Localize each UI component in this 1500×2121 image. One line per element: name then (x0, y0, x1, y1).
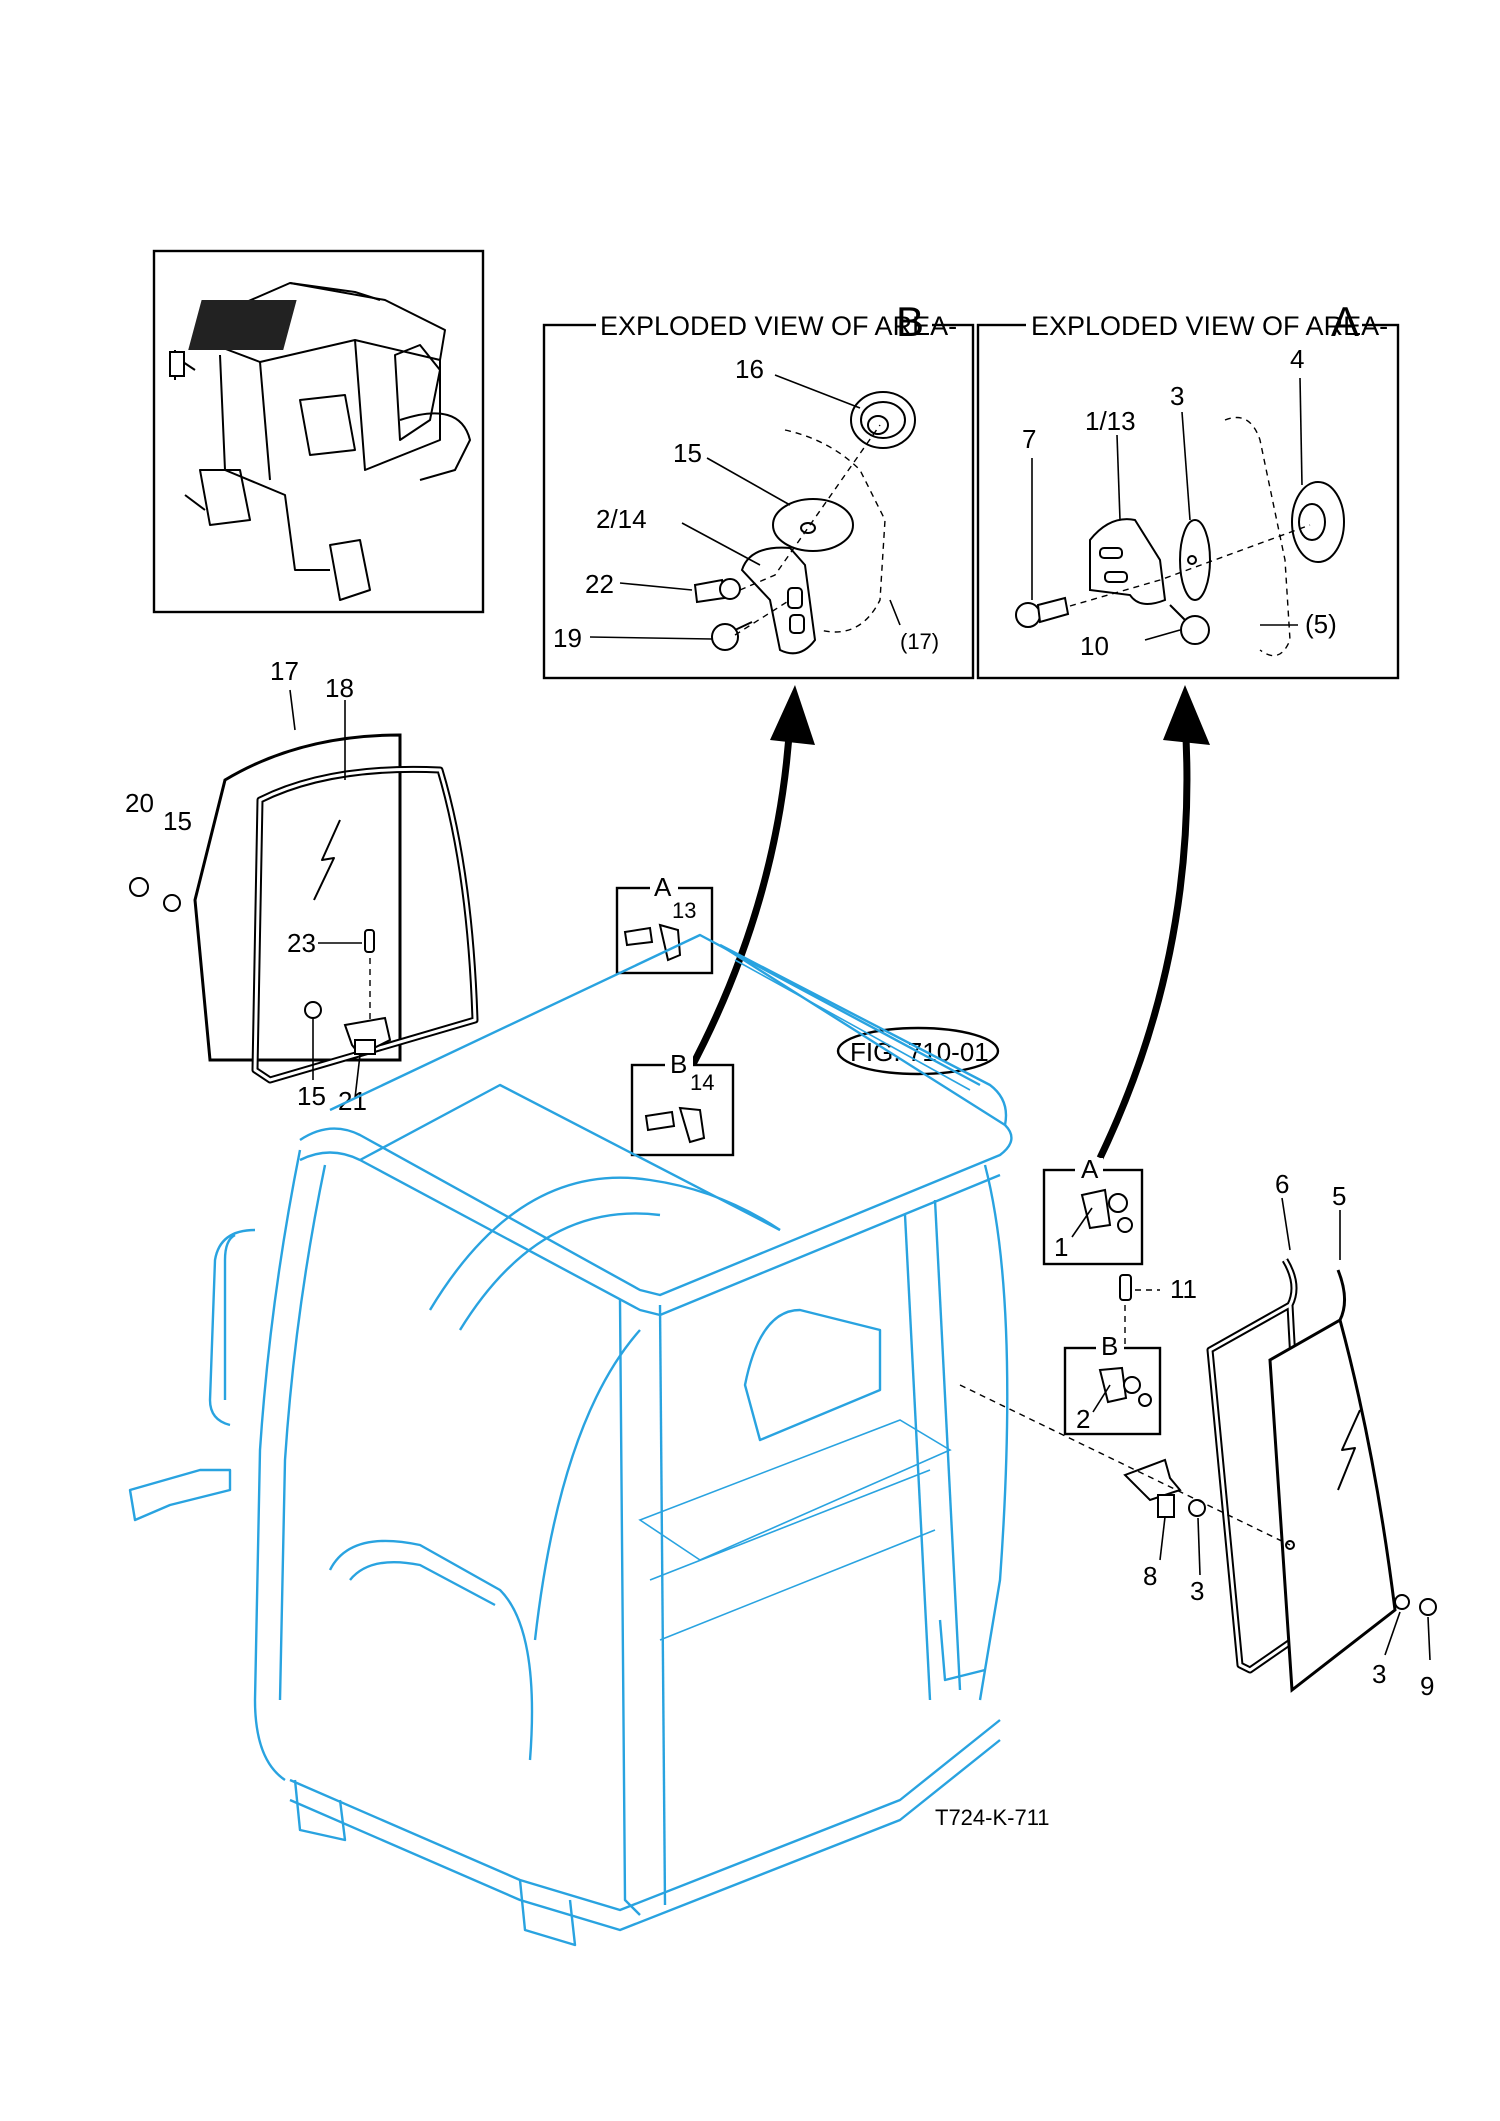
detail-a-lower-letter: A (1081, 1154, 1099, 1184)
callout-9: 9 (1420, 1671, 1434, 1701)
detail-box-a-lower: A 1 (1042, 1154, 1144, 1266)
callout-17-ref: (17) (900, 629, 939, 654)
callout-10: 10 (1080, 631, 1109, 661)
callout-3-a: 3 (1170, 381, 1184, 411)
washer-15-lower-icon (304, 1001, 322, 1019)
detail-arrows (686, 685, 1210, 1160)
callout-19: 19 (553, 623, 582, 653)
hinge-8-icon (1123, 1458, 1182, 1518)
pin-11-icon: 11 (1119, 1274, 1197, 1345)
glass-edge-outline (784, 429, 886, 633)
callout-5-ref: (5) (1305, 609, 1337, 639)
exploded-view-area-a: EXPLODED VIEW OF AREA- A (976, 298, 1400, 680)
callout-1: 1 (1054, 1232, 1068, 1262)
callout-4: 4 (1290, 344, 1304, 374)
callout-11: 11 (1170, 1274, 1197, 1304)
callout-20: 20 (125, 788, 154, 818)
bracket-2-14-icon (740, 546, 817, 655)
exploded-a-letter: A (1331, 298, 1359, 345)
cap-4-icon (1291, 481, 1345, 563)
callout-2-14: 2/14 (596, 504, 647, 534)
bolt-7-icon (1015, 596, 1070, 628)
tractor-cab-thumbnail-icon (169, 282, 471, 601)
callout-7: 7 (1022, 424, 1036, 454)
cap-16-icon (850, 391, 916, 449)
callout-15-b: 15 (673, 438, 702, 468)
callout-23: 23 (287, 928, 316, 958)
exploded-a-title: EXPLODED VIEW OF AREA- (1031, 311, 1388, 341)
callout-13: 13 (672, 898, 696, 923)
exploded-b-letter: B (896, 298, 924, 345)
callout-6: 6 (1275, 1169, 1289, 1199)
washer-3-icon (1179, 519, 1211, 601)
glass-edge-outline-a (1224, 416, 1291, 657)
callout-18: 18 (325, 673, 354, 703)
callout-2: 2 (1076, 1404, 1090, 1434)
pin-23-icon (364, 929, 375, 953)
callout-8: 8 (1143, 1561, 1157, 1591)
left-glass-assembly: 17 18 20 15 23 15 21 (125, 656, 479, 1116)
washer-15-icon (772, 498, 854, 552)
exploded-view-area-b: EXPLODED VIEW OF AREA- B (542, 298, 975, 680)
glass-17-icon (193, 733, 402, 1062)
washer-3-mid-icon (1188, 1499, 1206, 1517)
hinge-21-icon (343, 1016, 392, 1057)
glass-mark-icon (313, 819, 341, 901)
callout-3-right: 3 (1372, 1659, 1386, 1689)
glass-5-icon (1268, 1269, 1397, 1693)
bolt-19-icon (711, 621, 753, 651)
callout-21: 21 (338, 1086, 367, 1116)
detail-box-b-lower: B 2 (1063, 1331, 1162, 1436)
bracket-1-13-icon (1089, 518, 1167, 605)
cab-frame (128, 933, 1013, 1947)
callout-15-lower: 15 (297, 1081, 326, 1111)
callout-5: 5 (1332, 1181, 1346, 1211)
detail-box-a-upper: A 13 (615, 872, 714, 975)
nut-9-icon (1419, 1598, 1437, 1616)
detail-box-b-upper: B 14 (630, 1049, 735, 1157)
callout-15-upper: 15 (163, 806, 192, 836)
detail-a-upper-letter: A (654, 872, 672, 902)
detail-b-lower-letter: B (1101, 1331, 1118, 1361)
washer-3-right-icon (1394, 1594, 1410, 1610)
drawing-id: T724-K-711 (935, 1805, 1050, 1830)
callout-16: 16 (735, 354, 764, 384)
callout-1-13: 1/13 (1085, 406, 1136, 436)
detail-b-upper-letter: B (670, 1049, 687, 1079)
nut-20-icon (129, 877, 149, 897)
bolt-22-icon (693, 578, 741, 604)
right-glass-assembly: 6 5 8 3 3 9 (959, 1169, 1437, 1701)
callout-14: 14 (690, 1070, 714, 1095)
bolt-10-icon (1169, 604, 1210, 645)
callout-22: 22 (585, 569, 614, 599)
washer-15-upper-icon (163, 894, 181, 912)
callout-3-mid: 3 (1190, 1576, 1204, 1606)
callout-17: 17 (270, 656, 299, 686)
tractor-overview-inset (152, 249, 485, 614)
exploded-b-title: EXPLODED VIEW OF AREA- (600, 311, 957, 341)
glass-mark-right-icon (1337, 1409, 1361, 1491)
